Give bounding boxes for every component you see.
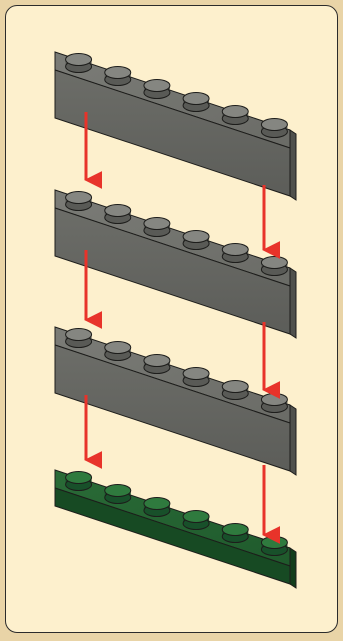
brick-1x6-3 <box>54 326 297 476</box>
brick-1x6-1 <box>54 51 297 201</box>
brick-1x6-2 <box>54 189 297 339</box>
plate-1x6-4 <box>54 469 297 589</box>
